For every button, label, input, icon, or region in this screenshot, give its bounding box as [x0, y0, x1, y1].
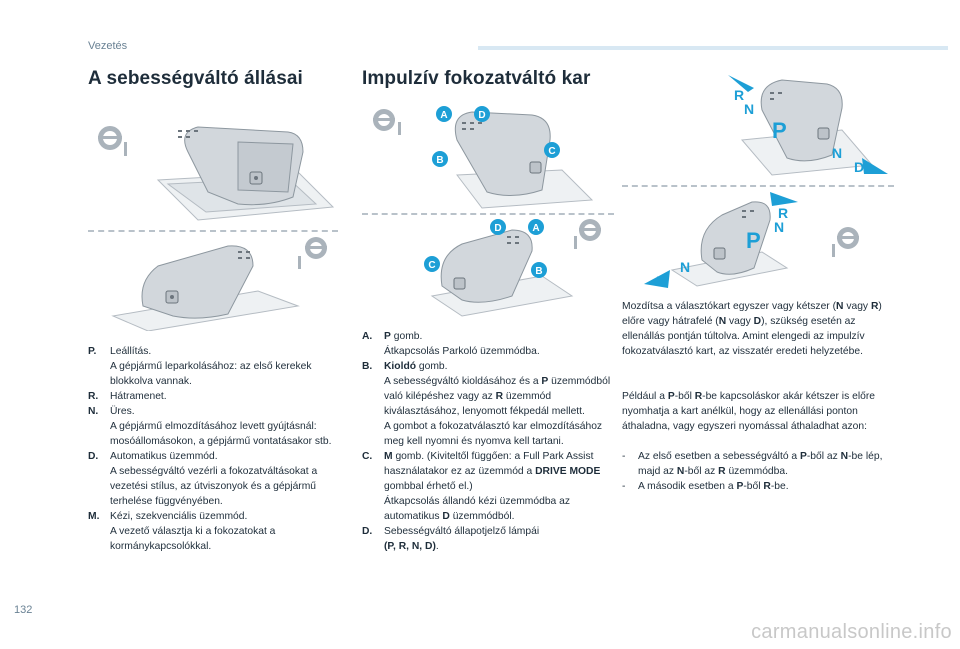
- gear-p-label: P: [772, 118, 787, 143]
- definition-line: Automatikus üzemmód.: [110, 451, 218, 462]
- bullet-dash: -: [622, 451, 626, 462]
- lever-movement-figure-1: R N P N D: [728, 75, 888, 176]
- definition-line: Kézi, szekvenciális üzemmód.: [110, 511, 248, 522]
- svg-text:A: A: [440, 110, 447, 121]
- steering-wheel-icon: [373, 109, 395, 131]
- definition-item: C. M gomb. (Kiviteltől függően: a Full Pa…: [362, 449, 614, 524]
- definition-text: Leállítás. A gépjármű leparkolásához: az …: [110, 344, 338, 389]
- steering-wheel-icon: [579, 219, 601, 241]
- bullet-text: Az első esetben a sebességváltó a P-ből …: [638, 451, 883, 477]
- svg-text:B: B: [535, 266, 542, 277]
- gear-positions-list: P. Leállítás. A gépjármű leparkolásához: a…: [88, 344, 338, 554]
- svg-text:C: C: [428, 260, 435, 271]
- definition-item: A. P gomb.Átkapcsolás Parkoló üzemmódba.: [362, 329, 614, 359]
- gear-n-label: N: [832, 145, 842, 161]
- lever-buttons-figure-1: A D C B: [373, 106, 594, 209]
- definition-text: Kioldó gomb.A sebességváltó kioldásához …: [384, 361, 611, 447]
- gear-r-label: R: [734, 87, 744, 103]
- header-bar: [478, 46, 948, 50]
- page-number: 132: [14, 604, 33, 616]
- definition-line: A sebességváltó vezérli a fokozatváltáso…: [110, 466, 318, 507]
- definition-item: N. Üres. A gépjármű elmozdításához levett …: [88, 404, 338, 449]
- bullet-item: - A második esetben a P-ből R-be.: [622, 479, 894, 494]
- definition-text: P gomb.Átkapcsolás Parkoló üzemmódba.: [384, 331, 540, 357]
- definition-line: A vezető választja ki a fokozatokat a ko…: [110, 526, 276, 552]
- divider-middle-1: [362, 213, 614, 215]
- gear-n-label: N: [680, 259, 690, 275]
- chapter-title: Vezetés: [88, 40, 128, 52]
- definition-item: M. Kézi, szekvenciális üzemmód. A vezető v…: [88, 509, 338, 554]
- gear-d-label: D: [854, 159, 864, 175]
- watermark: carmanualsonline.info: [751, 621, 952, 643]
- callout-a-badge: A: [436, 106, 452, 122]
- steering-wheel-icon: [98, 126, 122, 150]
- definition-line: A gépjármű elmozdításához levett gyújtás…: [110, 421, 332, 447]
- steering-wheel-icon: [305, 237, 327, 259]
- definition-key: C.: [362, 451, 373, 462]
- definition-key: D.: [362, 526, 373, 537]
- definition-text: Hátramenet.: [110, 389, 338, 404]
- divider-left-1: [88, 230, 338, 232]
- gear-n-label: N: [744, 101, 754, 117]
- definition-line: Üres.: [110, 406, 135, 417]
- definition-line: A gépjármű leparkolásához: az első kerek…: [110, 361, 312, 387]
- callout-d-badge: D: [490, 219, 506, 235]
- svg-text:D: D: [478, 110, 485, 121]
- gear-selector-figure-2: [111, 237, 327, 331]
- definition-key: A.: [362, 331, 373, 342]
- definition-text: Automatikus üzemmód. A sebességváltó vezé…: [110, 449, 338, 509]
- callout-b-badge: B: [432, 151, 448, 167]
- definition-text: Üres. A gépjármű elmozdításához levett gy…: [110, 404, 338, 449]
- bullet-item: - Az első esetben a sebességváltó a P-ből…: [622, 449, 894, 479]
- callout-a-badge: A: [528, 219, 544, 235]
- section-title-impulse-lever: Impulzív fokozatváltó kar: [362, 68, 591, 89]
- definition-key: R.: [88, 391, 99, 402]
- definition-item: D. Automatikus üzemmód. A sebességváltó ve…: [88, 449, 338, 509]
- definition-text: Kézi, szekvenciális üzemmód. A vezető vál…: [110, 509, 338, 554]
- definition-text: M gomb. (Kiviteltől függően: a Full Park…: [384, 451, 601, 522]
- definition-key: N.: [88, 406, 99, 417]
- definition-key: D.: [88, 451, 99, 462]
- definition-item: D. Sebességváltó állapotjelző lámpái(P, R…: [362, 524, 614, 554]
- definition-text: Sebességváltó állapotjelző lámpái(P, R, …: [384, 526, 540, 552]
- lever-example-paragraph: Például a P-ből R-be kapcsoláskor akár k…: [622, 391, 875, 432]
- definition-key: M.: [88, 511, 100, 522]
- callout-c-badge: C: [544, 142, 560, 158]
- gear-selector-figure-1: [98, 126, 335, 221]
- section-title-positions: A sebességváltó állásai: [88, 68, 303, 89]
- definition-item: P. Leállítás. A gépjármű leparkolásához: a…: [88, 344, 338, 389]
- callout-c-badge: C: [424, 256, 440, 272]
- gear-n-label: N: [774, 219, 784, 235]
- callout-b-badge: B: [531, 262, 547, 278]
- definition-key: P.: [88, 346, 97, 357]
- lever-buttons-list: A.P gomb.Átkapcsolás Parkoló üzemmódba.B…: [362, 329, 614, 554]
- lever-buttons-figure-2: D A C B: [424, 219, 601, 317]
- definition-item: B. Kioldó gomb.A sebességváltó kioldásáho…: [362, 359, 614, 449]
- bullet-dash: -: [622, 481, 626, 492]
- svg-text:D: D: [494, 223, 501, 234]
- gear-r-label: R: [778, 205, 788, 221]
- divider-right-1: [622, 185, 894, 187]
- definition-line: Hátramenet.: [110, 391, 167, 402]
- lever-movement-figure-2: R N P N D: [644, 192, 859, 289]
- bullet-text: A második esetben a P-ből R-be.: [638, 481, 789, 492]
- svg-text:C: C: [548, 146, 555, 157]
- example-cases-list: - Az első esetben a sebességváltó a P-ből…: [622, 449, 894, 494]
- definition-line: Leállítás.: [110, 346, 152, 357]
- gear-p-label: P: [746, 228, 761, 253]
- callout-d-badge: D: [474, 106, 490, 122]
- lever-usage-paragraph: Mozdítsa a választókart egyszer vagy két…: [622, 301, 882, 357]
- steering-wheel-icon: [837, 227, 859, 249]
- svg-text:A: A: [532, 223, 539, 234]
- svg-text:B: B: [436, 155, 443, 166]
- definition-key: B.: [362, 361, 373, 372]
- definition-item: R. Hátramenet.: [88, 389, 338, 404]
